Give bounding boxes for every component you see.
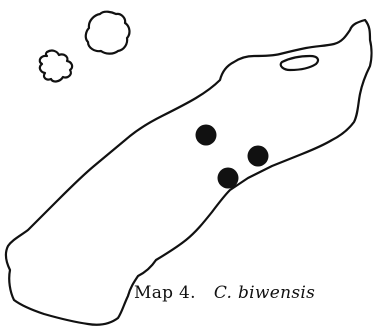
locality-point xyxy=(195,124,217,146)
island-northeast xyxy=(84,10,131,55)
mainland xyxy=(4,18,373,326)
locality-point xyxy=(217,167,239,189)
locality-points xyxy=(195,124,269,189)
locality-point xyxy=(247,145,269,167)
island-northwest xyxy=(38,49,74,83)
map-caption-species: C. biwensis xyxy=(213,283,316,303)
map-caption: Map 4. C. biwensis xyxy=(134,283,315,303)
inner-lake xyxy=(279,54,320,72)
map-caption-prefix: Map 4. xyxy=(134,283,196,303)
